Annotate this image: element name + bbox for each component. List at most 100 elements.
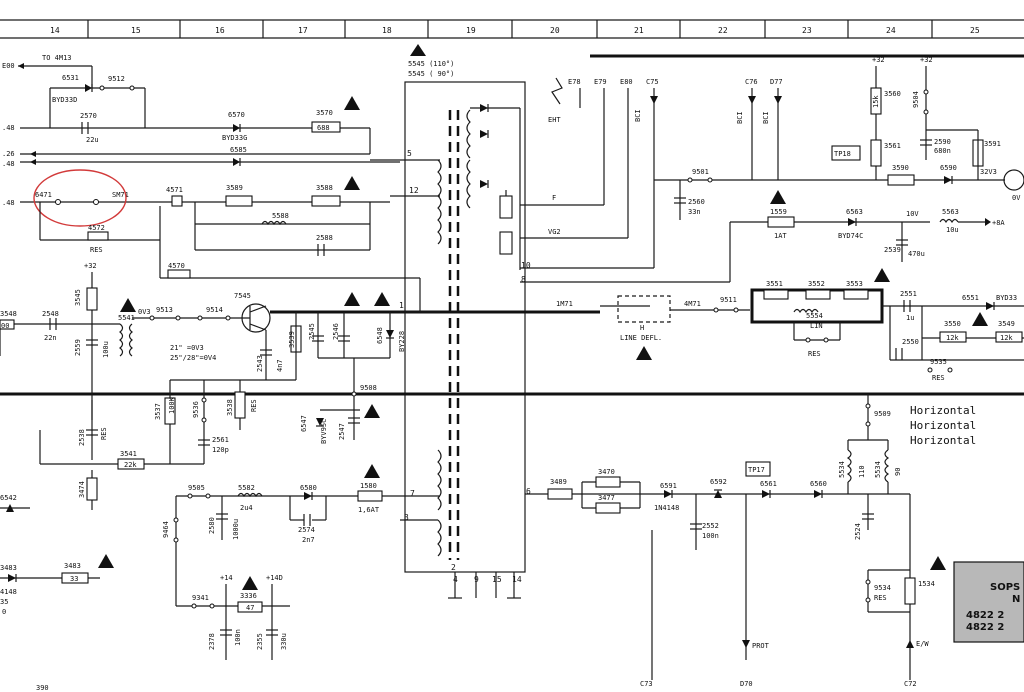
warning-icon: [344, 292, 360, 306]
label-9508: 9508: [360, 384, 377, 392]
label-6592: 6592: [710, 478, 727, 486]
top-left-feeds: E00 TO 4M13 6531 BYD33D 9512 .48 2570 22…: [2, 54, 400, 168]
label-byd33d: BYD33D: [52, 96, 77, 104]
label-0v3: 0V3: [138, 308, 151, 316]
label-5563: 5563: [942, 208, 959, 216]
label-2546: 2546: [332, 323, 340, 340]
label-3551: 3551: [766, 280, 783, 288]
label-pin-8: 8: [521, 275, 526, 284]
label-d70: D70: [740, 680, 753, 688]
label-vg2: VG2: [548, 228, 561, 236]
label-2524: 2524: [854, 523, 862, 540]
label-c72: C72: [904, 680, 917, 688]
label-res-3538: RES: [250, 399, 258, 412]
label-26: .26: [2, 150, 15, 158]
label-e80: E80: [620, 78, 633, 86]
label-9536: 9536: [192, 401, 200, 418]
label-00: 00: [1, 322, 9, 330]
label-22n: 22n: [44, 334, 57, 342]
label-9514: 9514: [206, 306, 223, 314]
label-4n7: 4n7: [276, 359, 284, 372]
label-4m71: 4M71: [684, 300, 701, 308]
label-3590: 3590: [892, 164, 909, 172]
label-15k: 15k: [872, 95, 880, 108]
label-3470: 3470: [598, 468, 615, 476]
label-35: 35: [0, 598, 8, 606]
label-lin: LIN: [810, 322, 823, 330]
label-code-2: 4822 2: [966, 622, 1004, 633]
label-tp17: TP17: [748, 466, 765, 474]
label-48b: .48: [2, 160, 15, 168]
label-2570: 2570: [80, 112, 97, 120]
label-5545-110: 5545 (110°): [408, 60, 454, 68]
label-2551: 2551: [900, 290, 917, 298]
warning-icon: [344, 96, 360, 110]
label-1m71: 1M71: [556, 300, 573, 308]
label-6471: 6471: [35, 191, 52, 199]
label-330u: 330u: [280, 633, 288, 650]
label-6591: 6591: [660, 482, 677, 490]
label-5554: 5554: [806, 312, 823, 320]
label-3560: 3560: [884, 90, 901, 98]
label-6548: 6548: [376, 327, 384, 344]
label-byv95c: BYV95C: [320, 419, 328, 444]
label-2538: 2538: [78, 429, 86, 446]
label-pin-10: 10: [521, 261, 531, 270]
label-2378: 2378: [208, 633, 216, 650]
label-3589: 3589: [226, 184, 243, 192]
label-3541: 3541: [120, 450, 137, 458]
label-3336: 3336: [240, 592, 257, 600]
label-2559: 2559: [74, 339, 82, 356]
label-9511: 9511: [720, 296, 737, 304]
eht-outputs: EHT E78 E79 E80 C75 BCI F VG2 C76 D77 BC…: [520, 54, 1024, 283]
label-e79: E79: [594, 78, 607, 86]
label-1u: 1u: [906, 314, 914, 322]
label-res-9535: RES: [932, 374, 945, 382]
grid-strip: 14 15 16 17 18 19 20 21 22 23 24 25: [0, 19, 1024, 39]
label-3539: 3539: [288, 331, 296, 348]
label-bci-1: BCI: [634, 109, 642, 122]
label-2550: 2550: [902, 338, 919, 346]
label-e00: E00: [2, 62, 15, 70]
label-32v3: 32V3: [980, 168, 997, 176]
label-3549: 3549: [998, 320, 1015, 328]
label-4148b: 4148: [0, 588, 17, 596]
label-110: 110: [858, 465, 866, 478]
label-tp18: TP18: [834, 150, 851, 158]
grid-col-18: 18: [382, 26, 392, 35]
label-res-2538: RES: [100, 427, 108, 440]
lower-right: 3489 3470 3477 6591 1N4148 2552 100n 659…: [525, 394, 1024, 688]
label-680n: 680n: [934, 147, 951, 155]
grid-col-15: 15: [131, 26, 141, 35]
label-6561: 6561: [760, 480, 777, 488]
grid-col-23: 23: [802, 26, 812, 35]
label-bci-2: BCI: [736, 111, 744, 124]
label-5545-90: 5545 ( 90°): [408, 70, 454, 78]
label-6547: 6547: [300, 415, 308, 432]
label-4572: 4572: [88, 224, 105, 232]
warning-icon: [930, 556, 946, 570]
transformer-5545: 5545 (110°) 5545 ( 90°) 5 12 10 8 7 3 1 …: [399, 44, 531, 599]
label-1580: 1580: [360, 482, 377, 490]
label-1-6at: 1,6AT: [358, 506, 380, 514]
label-470u: 470u: [908, 250, 925, 258]
label-pin-15: 15: [492, 575, 502, 584]
label-6563: 6563: [846, 208, 863, 216]
label-3588: 3588: [316, 184, 333, 192]
label-eht: EHT: [548, 116, 561, 124]
line-deflection: 3548 00 2548 22n +32 3545 2559 100u 5541…: [0, 262, 1024, 444]
label-6585: 6585: [230, 146, 247, 154]
label-47: 47: [246, 604, 254, 612]
label-100nb: 100n: [702, 532, 719, 540]
label-10u: 10u: [946, 226, 959, 234]
sops-panel: [953, 561, 1024, 643]
label-pin-14: 14: [512, 575, 522, 584]
label-5534b: 5534: [874, 461, 882, 478]
grid-col-21: 21: [634, 26, 644, 35]
label-3553: 3553: [846, 280, 863, 288]
warning-icon: [364, 404, 380, 418]
label-pin-7: 7: [410, 489, 415, 498]
label-3474: 3474: [78, 481, 86, 498]
label-pin-1: 1: [399, 301, 404, 310]
